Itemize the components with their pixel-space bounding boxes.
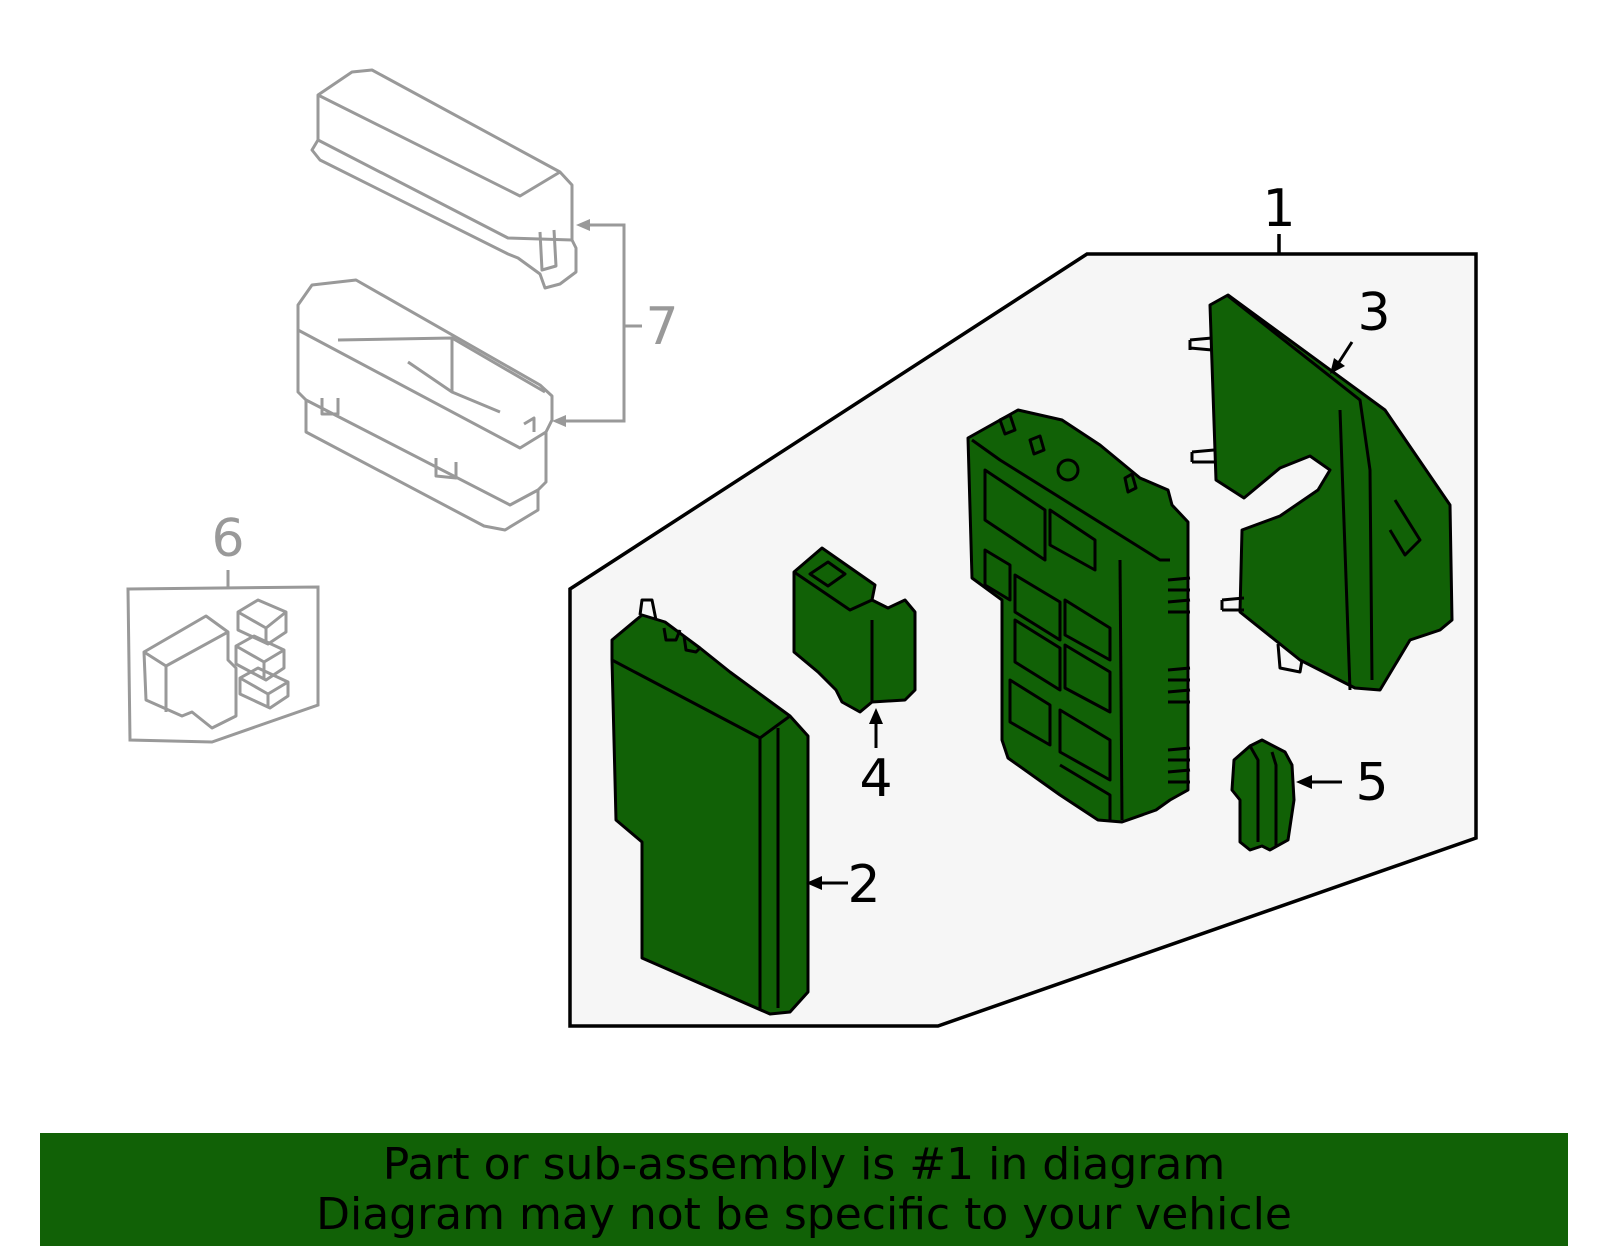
part-6-relays[interactable] (142, 598, 290, 730)
callout-3-arrowhead (1330, 358, 1345, 374)
callout-1[interactable]: 1 (1262, 179, 1295, 239)
callout-4-arrowhead (869, 708, 883, 724)
part-7-lid[interactable] (310, 68, 578, 290)
callout-5-arrowhead (1296, 775, 1312, 789)
part-4-relay-cover[interactable] (792, 546, 917, 714)
callout-7-arrowhead-top (576, 219, 590, 231)
info-banner: Part or sub-assembly is #1 in diagram Di… (40, 1133, 1568, 1246)
banner-line-2: Diagram may not be specific to your vehi… (316, 1188, 1292, 1240)
callout-5[interactable]: 5 (1355, 753, 1388, 813)
part-3-housing[interactable] (1188, 293, 1454, 692)
callout-4[interactable]: 4 (859, 749, 892, 809)
callout-7-bracket (556, 223, 626, 423)
callout-2[interactable]: 2 (847, 855, 880, 915)
part-2-cover[interactable] (610, 598, 810, 1016)
part-1-fuse-block[interactable] (966, 408, 1191, 824)
callout-2-arrowhead (806, 876, 822, 890)
callout-6[interactable]: 6 (211, 509, 244, 569)
callout-7-arrowhead-bottom (552, 415, 566, 427)
callout-7[interactable]: 7 (645, 297, 678, 357)
part-5-relay[interactable] (1230, 738, 1296, 852)
banner-line-1: Part or sub-assembly is #1 in diagram (382, 1138, 1226, 1190)
callout-3[interactable]: 3 (1357, 283, 1390, 343)
part-7-box[interactable] (296, 278, 554, 532)
